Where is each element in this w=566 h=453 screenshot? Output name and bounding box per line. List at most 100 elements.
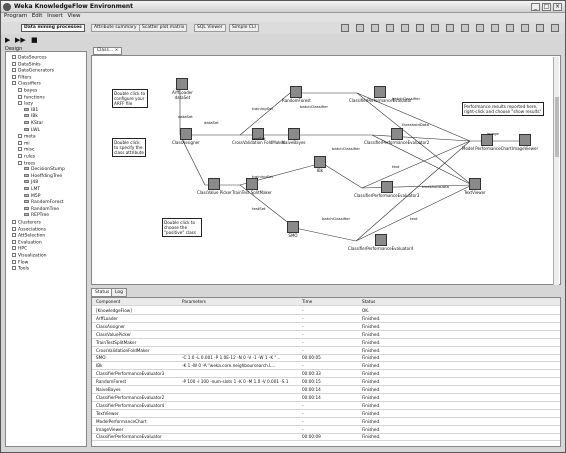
simple-cli-button[interactable]: Simple CLI xyxy=(229,24,259,32)
flow-node[interactable]: ClassifierPerformanceEvaluator3 xyxy=(354,181,419,198)
tree-item[interactable]: rules xyxy=(18,154,35,160)
tree-item[interactable]: AttSelection xyxy=(12,233,45,239)
tree-item[interactable]: Classifiers xyxy=(12,81,41,87)
tree-item[interactable]: REPTree xyxy=(24,213,49,218)
tree-item[interactable]: DecisionStump xyxy=(24,167,65,172)
menu-edit[interactable]: Edit xyxy=(31,13,43,19)
toolbar: Data mining processes Attribute summary … xyxy=(1,22,565,34)
tree-item[interactable]: misc xyxy=(18,147,34,153)
flow-note[interactable]: Double click to configure your ARFF file xyxy=(112,89,148,108)
tree-item[interactable]: DataGenerators xyxy=(12,68,54,74)
tree-item[interactable]: Visualization xyxy=(12,253,46,259)
tab-log[interactable]: Log xyxy=(111,288,128,297)
flow-node[interactable]: RandomForest xyxy=(282,86,311,103)
attribute-summary-button[interactable]: Attribute summary xyxy=(91,24,140,32)
zoom-in-icon[interactable] xyxy=(521,24,529,32)
close-button[interactable]: × xyxy=(553,3,562,11)
save-as-icon[interactable] xyxy=(506,24,514,32)
menu-insert[interactable]: Insert xyxy=(47,13,63,19)
flow-node[interactable]: SMO xyxy=(287,221,299,238)
flow-note[interactable]: Double click to specify the class attrib… xyxy=(112,138,146,157)
flow-note[interactable]: Performance results reported here, right… xyxy=(462,102,544,116)
flow-node[interactable]: IBk xyxy=(314,156,326,173)
flow-node[interactable]: NaiveBayes xyxy=(282,128,306,145)
tree-item[interactable]: Tools xyxy=(12,266,29,272)
component-icon xyxy=(519,134,532,146)
tree-item[interactable]: trees xyxy=(18,160,36,167)
stop-icon[interactable]: ■ xyxy=(31,36,38,44)
data-mining-processes-button[interactable]: Data mining processes xyxy=(21,24,85,32)
flow-node[interactable]: ClassAssigner xyxy=(172,128,200,145)
canvas-scrollbar[interactable] xyxy=(553,57,559,285)
run-parallel-icon[interactable]: ▶ xyxy=(5,36,11,44)
tree-item[interactable]: DataSinks xyxy=(12,61,41,67)
sql-viewer-button[interactable]: SQL Viewer xyxy=(194,24,226,32)
tree-item[interactable]: functions xyxy=(18,94,45,100)
flow-node[interactable]: ImageViewer xyxy=(512,134,538,151)
flow-node[interactable]: CrossValidation FoldMaker xyxy=(232,128,284,145)
tree-item[interactable]: RandomForest xyxy=(24,200,63,205)
tree-item[interactable]: mi xyxy=(18,140,30,146)
cut-icon[interactable] xyxy=(356,24,364,32)
run-sequential-icon[interactable]: ▶▶ xyxy=(15,36,26,44)
paste-icon[interactable] xyxy=(386,24,394,32)
new-flow-icon[interactable] xyxy=(461,24,469,32)
flow-node[interactable]: ClassifierPerformanceEvaluator xyxy=(349,86,412,103)
pointer-icon[interactable] xyxy=(341,24,349,32)
tree-item[interactable]: HoeffdingTree xyxy=(24,173,62,179)
tree-item[interactable]: Filters xyxy=(12,74,32,80)
tree-item[interactable]: J48 xyxy=(24,180,38,185)
tree-item[interactable]: M5P xyxy=(24,193,40,199)
tree-item[interactable]: Clusterers xyxy=(12,220,41,226)
zoom-out-icon[interactable] xyxy=(536,24,544,32)
scroll-thumb[interactable] xyxy=(555,97,559,157)
tree-item[interactable]: KStar xyxy=(24,121,43,126)
tree-item[interactable]: IBk xyxy=(24,114,38,119)
expand-icon xyxy=(12,233,16,238)
open-flow-icon[interactable] xyxy=(476,24,484,32)
scatter-plot-matrix-button[interactable]: Scatter plot matrix xyxy=(139,24,188,32)
help-icon[interactable] xyxy=(551,24,559,32)
flow-node[interactable]: Model PerformanceChart xyxy=(462,134,512,151)
tree-item[interactable]: DataSources xyxy=(12,55,47,61)
delete-icon[interactable] xyxy=(401,24,409,32)
tree-item-label: AttSelection xyxy=(18,233,46,239)
table-cell: ClassAssigner xyxy=(96,323,126,329)
minimize-button[interactable]: _ xyxy=(531,3,540,11)
connection-line xyxy=(356,92,471,142)
tree-item[interactable]: Associations xyxy=(12,226,46,232)
menu-view[interactable]: View xyxy=(67,13,81,19)
tree-item[interactable]: meta xyxy=(18,134,36,140)
tree-item[interactable]: RandomTree xyxy=(24,206,59,212)
snap-to-grid-icon[interactable] xyxy=(416,24,424,32)
flow-node[interactable]: TextViewer xyxy=(464,178,486,195)
tree-item[interactable]: bayes xyxy=(18,88,37,94)
close-tab-icon[interactable]: × xyxy=(114,48,119,53)
tree-item[interactable]: LMT xyxy=(24,187,40,192)
flow-node[interactable]: ClassifierPerformanceEvaluator4 xyxy=(348,234,413,251)
tab-status[interactable]: Status xyxy=(91,288,114,297)
save-flow-icon[interactable] xyxy=(491,24,499,32)
tab-flow[interactable]: Class... × xyxy=(93,47,123,55)
tree-item-label: trees xyxy=(24,161,36,167)
add-note-icon[interactable] xyxy=(431,24,439,32)
tree-item[interactable]: IB1 xyxy=(24,107,38,113)
flow-node[interactable]: TrainTest SplitMaker xyxy=(232,178,272,195)
copy-icon[interactable] xyxy=(371,24,379,32)
table-cell: ClassifierPerformanceEvaluator3 xyxy=(96,371,165,377)
flow-note[interactable]: Double click to choose the "positive" cl… xyxy=(162,218,202,237)
undo-icon[interactable] xyxy=(446,24,454,32)
tree-item[interactable]: Evaluation xyxy=(12,239,42,245)
tree-item[interactable]: LWL xyxy=(24,127,40,133)
tree-item[interactable]: Flow xyxy=(12,259,28,265)
tree-item[interactable]: HPC xyxy=(12,246,27,252)
menu-program[interactable]: Program xyxy=(4,13,28,19)
maximize-button[interactable]: □ xyxy=(542,3,551,11)
flow-node[interactable]: ClassValue Picker xyxy=(197,178,232,195)
tree-item[interactable]: lazy xyxy=(18,101,33,107)
flow-node[interactable]: ClassifierPerformanceEvaluator2 xyxy=(364,128,429,145)
table-cell: ClassifierPerformanceEvaluator4 xyxy=(96,402,165,408)
